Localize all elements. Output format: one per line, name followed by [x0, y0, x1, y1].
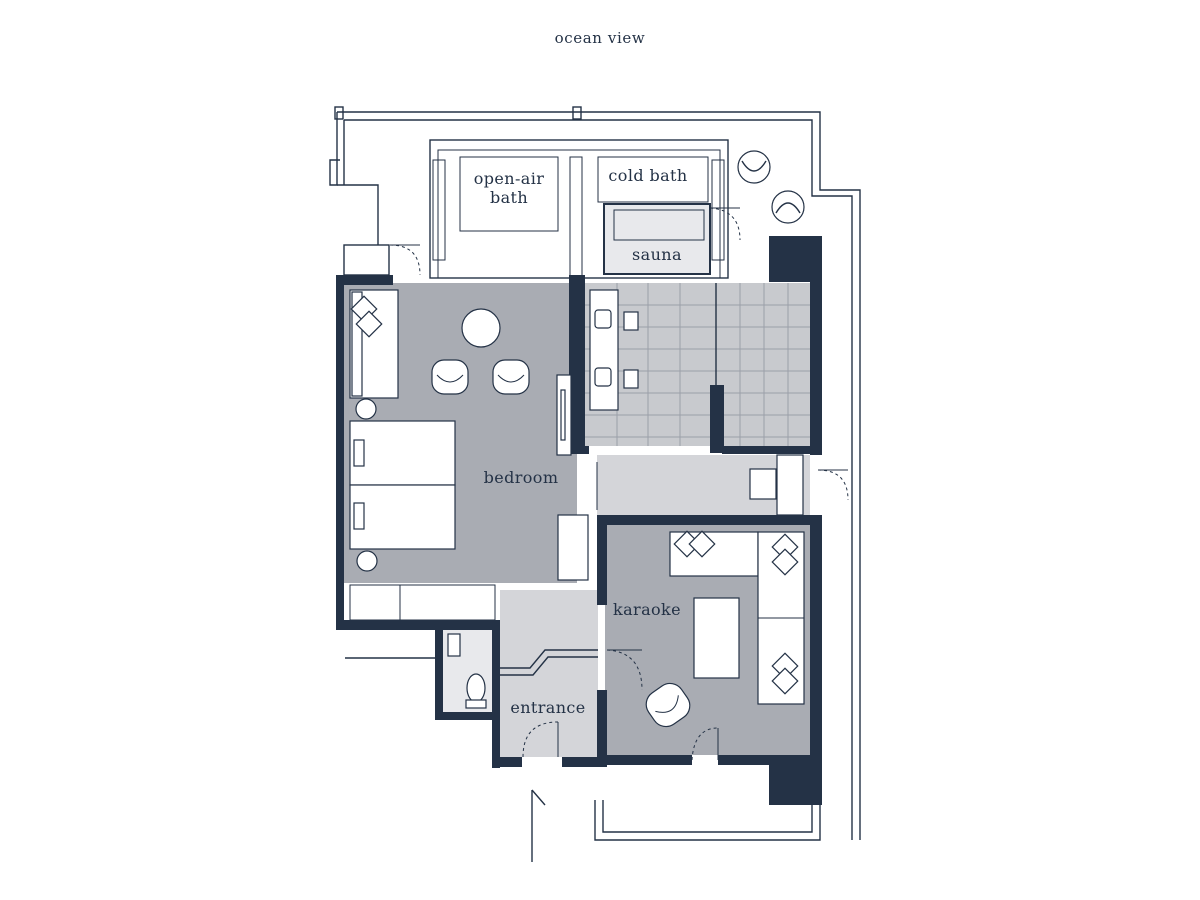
bathroom-fixtures [589, 289, 639, 411]
open-air-bath-label-line1: open-air [474, 169, 545, 188]
bedroom-furniture [349, 289, 589, 581]
bathroom-tiles [585, 283, 810, 446]
open-air-bath-label-line2: bath [490, 188, 528, 207]
bathroom-floor [585, 283, 810, 446]
entrance-details [500, 469, 849, 761]
bed-1 [349, 420, 456, 486]
sauna-room [603, 203, 711, 275]
entrance-label: entrance [510, 698, 585, 717]
round-table [461, 308, 501, 348]
karaoke-label: karaoke [613, 600, 681, 619]
bed-2 [349, 484, 456, 550]
entrance-floor [500, 590, 598, 757]
sauna-label: sauna [632, 245, 682, 264]
desk [557, 514, 589, 581]
vanity [589, 289, 619, 411]
cold-bath-label: cold bath [608, 166, 687, 185]
open-air-bath-tub [459, 156, 559, 232]
bedroom-label: bedroom [484, 468, 559, 487]
cold-bath-tub [597, 156, 709, 203]
closet [349, 584, 496, 621]
hallway-cabinet [749, 468, 777, 500]
terrace-chairs [737, 150, 805, 224]
ocean-view-label: ocean view [555, 29, 646, 47]
karaoke-table [693, 597, 740, 679]
walls [336, 236, 822, 805]
karaoke-furniture [645, 530, 805, 728]
toilet [447, 633, 487, 709]
terrace-outline [329, 106, 861, 862]
